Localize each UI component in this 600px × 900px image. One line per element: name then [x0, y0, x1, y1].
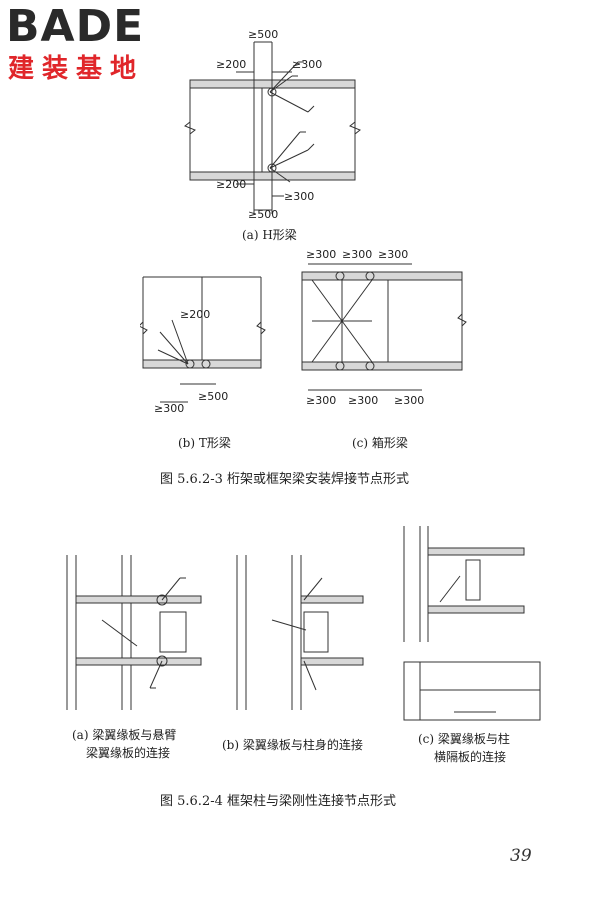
dim-bottom-200: ≥200 — [216, 178, 246, 191]
dim-box-bot-300-a: ≥300 — [306, 394, 336, 407]
weld-leaders — [269, 61, 309, 183]
diaphragm-section-view — [403, 661, 541, 721]
dim-box-top-300-b: ≥300 — [342, 248, 372, 261]
caption-t-beam: (b) T形梁 — [178, 436, 231, 450]
diagram-box-beam: ≥300 ≥300 ≥300 ≥300 ≥300 ≥300 — [301, 248, 467, 407]
box-diaphragm-lines — [311, 279, 373, 363]
diaphragm-top-flange — [427, 547, 525, 556]
dim-top-500: ≥500 — [248, 28, 278, 41]
figure1-title: 图 5.6.2-3 桁架或框架梁安装焊接节点形式 — [160, 472, 410, 487]
dim-bottom-300: ≥300 — [284, 190, 314, 203]
brand-logo: BADE 建装基地 — [6, 2, 176, 92]
diagram-diaphragm-connection — [403, 526, 541, 721]
diaphragm-web-plate — [465, 559, 481, 601]
dim-box-bot-300-c: ≥300 — [394, 394, 424, 407]
web-plate — [159, 611, 187, 653]
diagram-column-body-connection — [236, 555, 364, 710]
caption-2a-line1: (a) 梁翼缘板与悬臂 — [72, 728, 177, 742]
logo-subtitle: 建装基地 — [8, 54, 145, 84]
page-number: 39 — [510, 846, 532, 866]
caption-2c-line2: 横隔板的连接 — [434, 750, 507, 764]
logo-brand-text: BADE — [6, 1, 145, 52]
dim-box-top-300-a: ≥300 — [306, 248, 336, 261]
dim-top-300: ≥300 — [292, 58, 322, 71]
dim-top-200: ≥200 — [216, 58, 246, 71]
diaphragm-bottom-flange — [427, 605, 525, 614]
box-bottom-flange — [301, 361, 463, 371]
box-top-flange — [301, 271, 463, 281]
t-weld-leaders — [157, 319, 189, 365]
cantilever-top-flange — [75, 595, 202, 604]
diagram-t-beam: ≥200 ≥500 ≥300 — [140, 276, 266, 415]
caption-2b: (b) 梁翼缘板与柱身的连接 — [222, 738, 363, 752]
caption-2a-line2: 梁翼缘板的连接 — [86, 746, 171, 760]
caption-box-beam: (c) 箱形梁 — [352, 436, 408, 450]
diagram-h-beam: ≥500 ≥300 ≥200 ≥200 ≥300 ≥500 — [184, 28, 361, 221]
dim-t-200: ≥200 — [180, 308, 210, 321]
body-top-flange — [300, 595, 364, 604]
dim-t-300: ≥300 — [154, 402, 184, 415]
caption-2c-line1: (c) 梁翼缘板与柱 — [418, 732, 510, 746]
cantilever-bottom-flange — [75, 657, 202, 666]
caption-h-beam: (a) H形梁 — [242, 228, 297, 242]
dim-box-bot-300-b: ≥300 — [348, 394, 378, 407]
dim-t-500: ≥500 — [198, 390, 228, 403]
dim-box-top-300-c: ≥300 — [378, 248, 408, 261]
dim-bottom-500: ≥500 — [248, 208, 278, 221]
diagram-cantilever-connection — [66, 555, 202, 710]
body-web-plate — [303, 611, 329, 653]
break-mark — [184, 121, 196, 135]
body-bottom-flange — [300, 657, 364, 666]
figure2-title: 图 5.6.2-4 框架柱与梁刚性连接节点形式 — [160, 794, 397, 809]
